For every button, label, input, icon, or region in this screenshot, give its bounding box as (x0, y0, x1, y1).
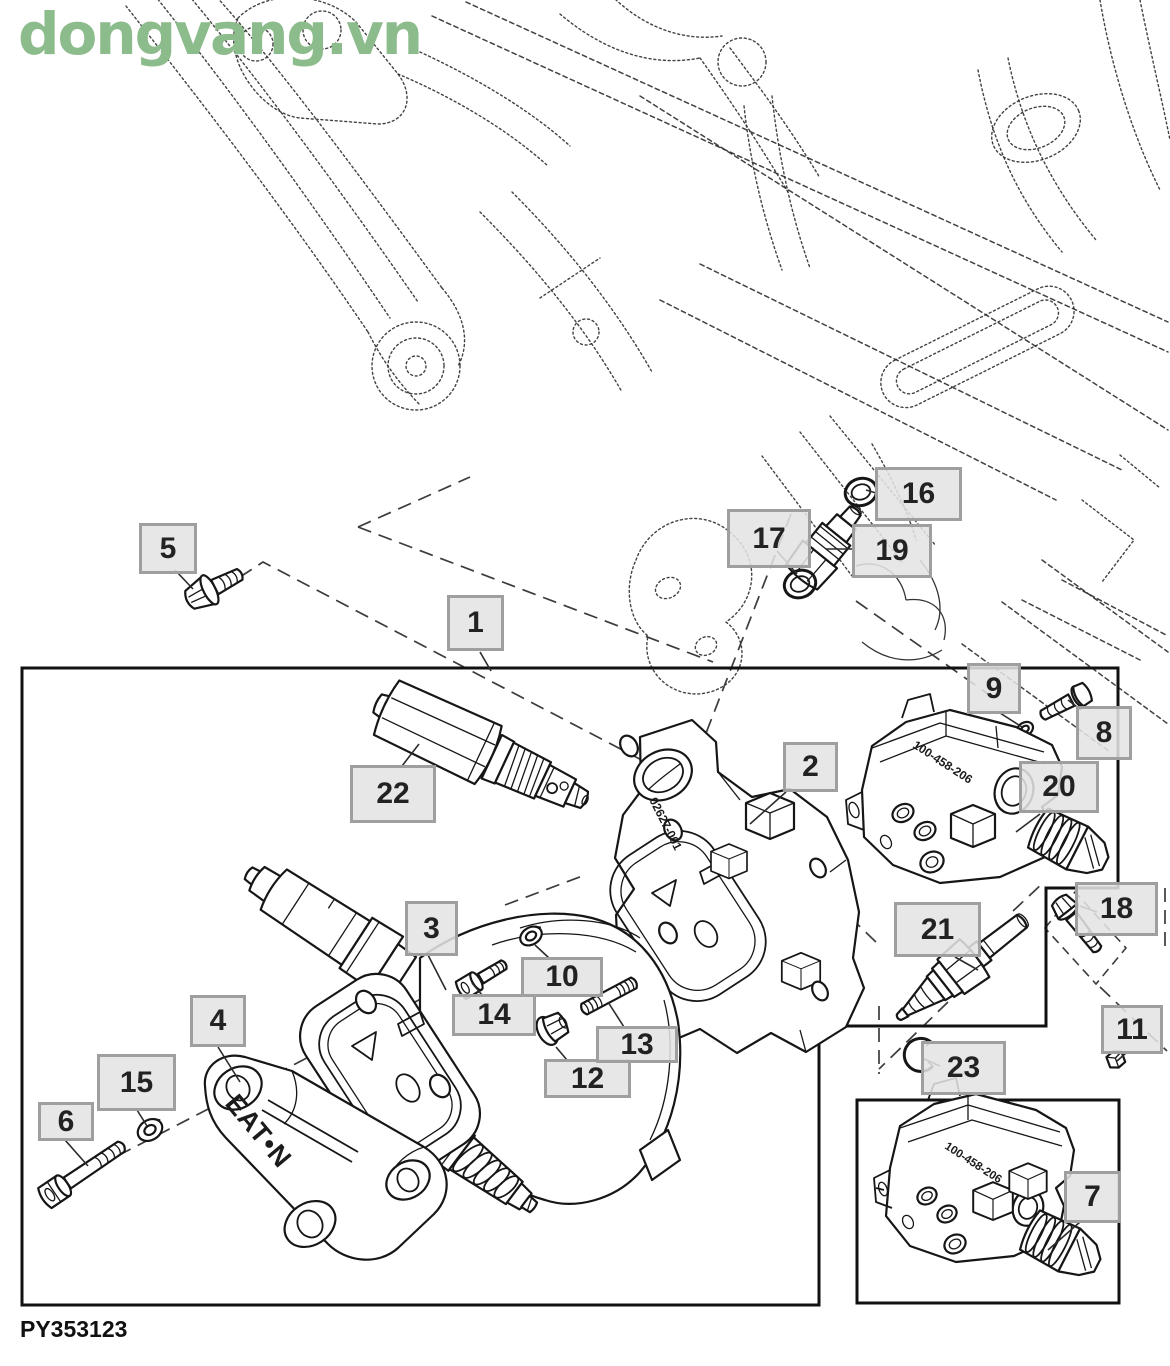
callout-17: 17 (727, 509, 811, 568)
watermark-text: dongvang.vn (18, 0, 423, 68)
callout-3: 3 (405, 901, 458, 956)
callout-5: 5 (139, 523, 197, 574)
part-7-valve-section: 100-458-206 (873, 1077, 1102, 1277)
part-22-cartridge (372, 679, 590, 810)
machine-outline (125, 0, 1170, 753)
part-10-washer (519, 925, 543, 947)
callout-19: 19 (852, 524, 932, 578)
part-13-stud (580, 976, 638, 1016)
part-20-valve-section: 100-458-206 (845, 693, 1110, 885)
callout-9: 9 (967, 663, 1021, 714)
callout-8: 8 (1076, 706, 1132, 760)
callout-18: 18 (1075, 882, 1158, 936)
callout-10: 10 (521, 957, 603, 997)
callout-2: 2 (783, 742, 838, 792)
callout-15: 15 (97, 1054, 176, 1111)
callout-14: 14 (452, 994, 536, 1036)
callout-1: 1 (447, 595, 504, 651)
callout-20: 20 (1019, 761, 1099, 813)
callout-4: 4 (190, 995, 246, 1047)
callout-12: 12 (544, 1059, 631, 1098)
callout-13: 13 (596, 1026, 678, 1063)
part-6-cap-screw (37, 1140, 126, 1210)
callout-11: 11 (1101, 1005, 1163, 1054)
part-12-flange-nut (535, 1011, 570, 1046)
figure-code: PY353123 (20, 1316, 128, 1342)
part-15-washer (136, 1117, 164, 1143)
part-5-flange-screw (184, 567, 244, 610)
callout-21: 21 (894, 902, 981, 957)
part-2-manifold: 02627-001 (609, 718, 866, 1055)
callout-22: 22 (350, 765, 436, 823)
callout-6: 6 (38, 1102, 94, 1141)
callout-16: 16 (875, 467, 962, 521)
part-8-screw (1039, 681, 1093, 721)
callout-7: 7 (1064, 1171, 1121, 1223)
callout-23: 23 (921, 1041, 1006, 1095)
part-19-plug (785, 504, 862, 591)
